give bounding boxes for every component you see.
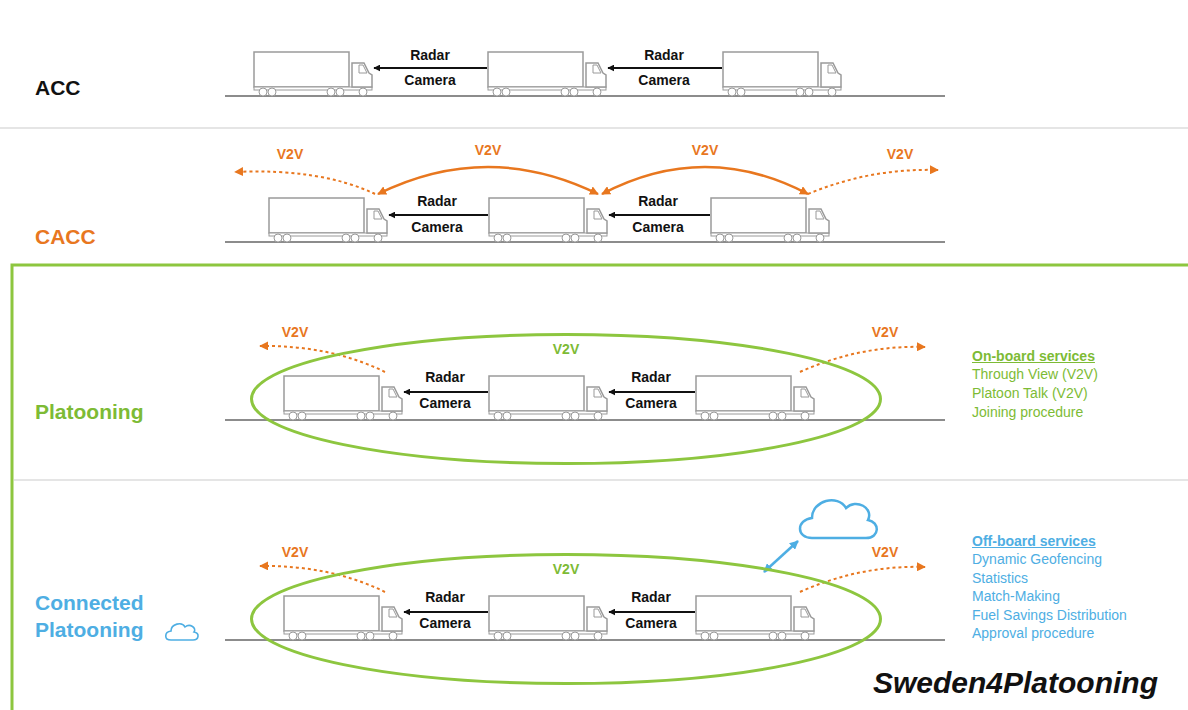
service-item: Dynamic Geofencing bbox=[972, 551, 1102, 568]
v2v-arrows bbox=[235, 167, 938, 592]
truck bbox=[489, 376, 607, 420]
v2v-label: V2V bbox=[872, 324, 898, 341]
watermark: Sweden4Platooning bbox=[873, 665, 1158, 701]
service-item: Approval procedure bbox=[972, 625, 1094, 642]
v2v-label: V2V bbox=[692, 142, 718, 159]
service-item: Fuel Savings Distribution bbox=[972, 607, 1127, 624]
truck bbox=[488, 52, 606, 96]
row-label: ACC bbox=[35, 75, 81, 100]
service-heading: Off-board services bbox=[972, 533, 1096, 550]
v2v-label: V2V bbox=[282, 324, 308, 341]
cloud-icon-small bbox=[166, 624, 198, 640]
sensor-label: Camera bbox=[638, 72, 689, 89]
sensor-label: Camera bbox=[625, 395, 676, 412]
sensor-label: Radar bbox=[631, 369, 671, 386]
truck bbox=[696, 596, 814, 640]
truck bbox=[489, 198, 607, 242]
sensor-label: Radar bbox=[410, 47, 450, 64]
v2v-label: V2V bbox=[872, 544, 898, 561]
service-item: Match-Making bbox=[972, 588, 1060, 605]
row-separator bbox=[0, 127, 1188, 129]
sensor-label: Camera bbox=[404, 72, 455, 89]
sensor-label: Camera bbox=[419, 395, 470, 412]
sensor-label: Camera bbox=[411, 219, 462, 236]
sensor-label: Radar bbox=[425, 369, 465, 386]
row-label: Connected Platooning bbox=[35, 589, 175, 644]
truck bbox=[711, 198, 829, 242]
road-lines bbox=[225, 96, 945, 640]
cloud-icon bbox=[800, 500, 877, 538]
service-heading: On-board services bbox=[972, 348, 1095, 365]
v2v-label: V2V bbox=[282, 544, 308, 561]
platoon-ellipse: V2V bbox=[250, 553, 882, 685]
row-separator bbox=[14, 479, 1188, 481]
truck bbox=[723, 52, 841, 96]
sensor-label: Camera bbox=[419, 615, 470, 632]
v2v-label: V2V bbox=[475, 142, 501, 159]
platoon-ellipse: V2V bbox=[250, 333, 882, 465]
sensor-label: Radar bbox=[644, 47, 684, 64]
sensor-label: Radar bbox=[638, 193, 678, 210]
sensor-label: Camera bbox=[625, 615, 676, 632]
service-item: Platoon Talk (V2V) bbox=[972, 385, 1088, 402]
sensor-label: Radar bbox=[425, 589, 465, 606]
service-item: Statistics bbox=[972, 570, 1028, 587]
cloud-link bbox=[764, 541, 798, 572]
sensor-label: Radar bbox=[417, 193, 457, 210]
v2v-label: V2V bbox=[887, 146, 913, 163]
row-label: CACC bbox=[35, 224, 96, 249]
service-item: Joining procedure bbox=[972, 404, 1083, 421]
v2v-label: V2V bbox=[277, 146, 303, 163]
truck bbox=[269, 198, 387, 242]
truck bbox=[284, 596, 402, 640]
sensor-label: Camera bbox=[632, 219, 683, 236]
sensor-label: Radar bbox=[631, 589, 671, 606]
node-label: V2V bbox=[250, 333, 882, 357]
truck bbox=[489, 596, 607, 640]
truck bbox=[696, 376, 814, 420]
service-item: Through View (V2V) bbox=[972, 366, 1098, 383]
row-label: Platooning bbox=[35, 399, 144, 424]
platooning-frame bbox=[12, 265, 1188, 710]
node-label: V2V bbox=[250, 553, 882, 577]
truck bbox=[254, 52, 372, 96]
truck bbox=[284, 376, 402, 420]
